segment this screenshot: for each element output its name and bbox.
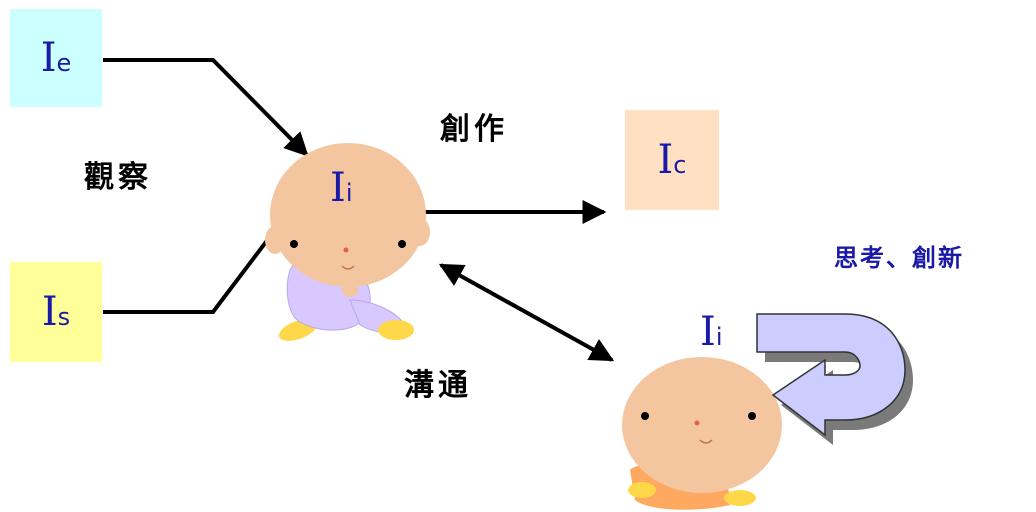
node-ie-label: Ie <box>41 38 72 78</box>
baby-lower-illustration <box>622 357 782 510</box>
node-ii-lower-label: Ii <box>700 312 722 352</box>
ii-ii-double-arrow <box>438 263 615 362</box>
node-ic: Ic <box>625 110 719 210</box>
node-ic-sub: c <box>673 151 687 179</box>
node-ie-sub: e <box>56 49 72 77</box>
connector-lines <box>103 58 615 362</box>
node-ii-lower-sub: i <box>715 323 723 351</box>
loop-arrow-icon <box>756 313 913 445</box>
node-is: Is <box>10 262 102 362</box>
node-ic-main: I <box>657 137 674 183</box>
node-ic-label: Ic <box>657 140 686 180</box>
node-ii-center-main: I <box>330 165 346 211</box>
baby-center-illustration <box>265 143 430 341</box>
ie-to-ii-arrow <box>103 58 309 157</box>
node-ie: Ie <box>10 9 102 107</box>
node-ii-center-label: Ii <box>330 168 352 208</box>
node-ii-center-sub: i <box>345 179 353 207</box>
label-communicate: 溝通 <box>404 368 472 403</box>
node-ie-main: I <box>40 35 57 81</box>
node-ii-lower-main: I <box>700 309 716 355</box>
node-is-sub: s <box>57 303 71 331</box>
node-is-main: I <box>41 289 58 335</box>
is-to-ii-line <box>103 228 277 314</box>
node-is-label: Is <box>42 292 70 332</box>
label-think-innovate: 思考、創新 <box>834 244 964 272</box>
label-observe: 觀察 <box>84 160 152 195</box>
label-create: 創作 <box>440 112 508 147</box>
